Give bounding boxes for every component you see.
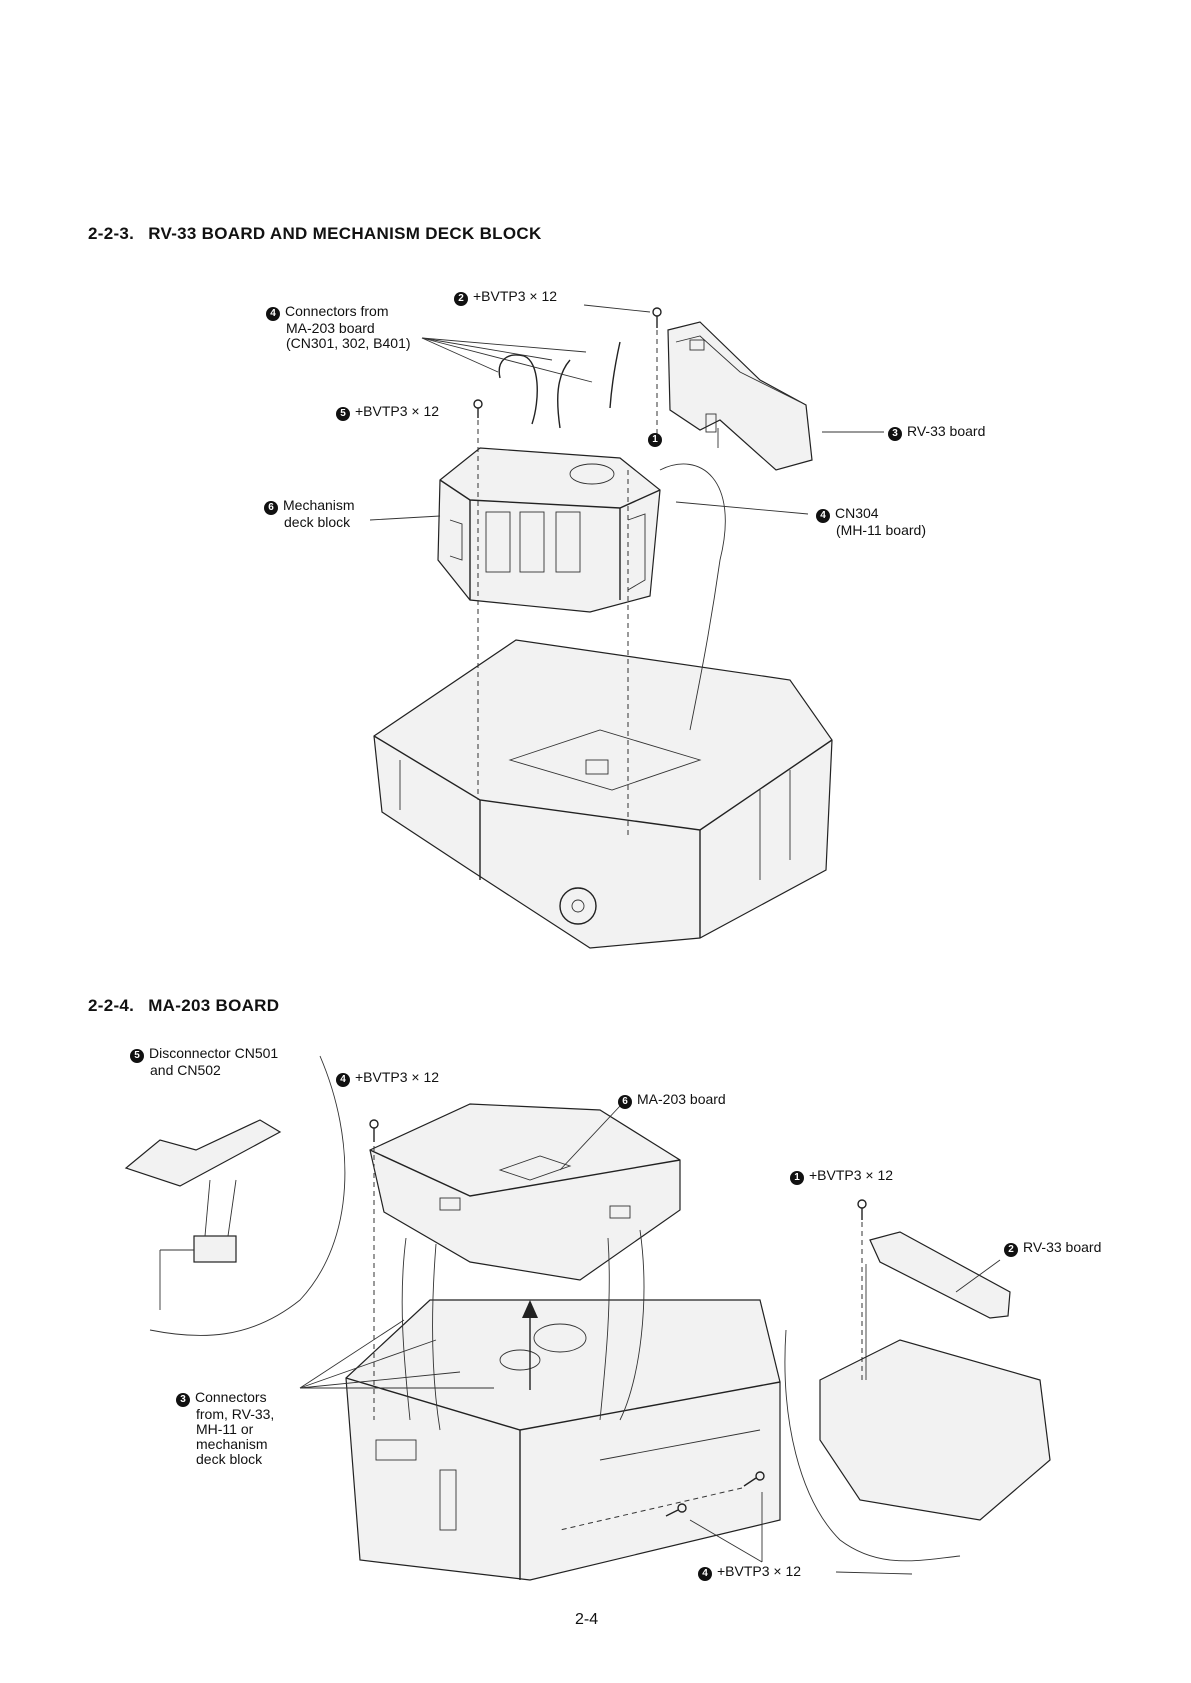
leader-line — [421, 337, 587, 353]
connector-cable — [609, 341, 621, 409]
screw-icon — [665, 1503, 687, 1517]
section-heading-rv33: 2-2-3. RV-33 BOARD AND MECHANISM DECK BLO… — [88, 224, 542, 244]
callout-line: and CN502 — [150, 1062, 221, 1078]
leader-line — [559, 1105, 621, 1171]
callout-line: from, RV-33, — [196, 1406, 275, 1422]
callout-line: Mechanism — [283, 497, 355, 513]
callout-mechanism-deck-block: 6 Mechanism deck block — [264, 498, 355, 530]
callout-line: deck block — [196, 1451, 263, 1467]
step-number-badge: 2 — [454, 292, 468, 306]
callout-step-1: 1 — [648, 430, 667, 447]
step-number-badge: 4 — [336, 1073, 350, 1087]
section-title: RV-33 BOARD AND MECHANISM DECK BLOCK — [148, 224, 542, 243]
section-number: 2-2-4. — [88, 996, 135, 1015]
callout-screw-left: 5 +BVTP3 × 12 — [336, 404, 439, 421]
callout-line: (CN301, 302, B401) — [286, 335, 411, 351]
rv33-board-inset — [784, 1231, 1051, 1562]
callout-line: Disconnector CN501 — [149, 1045, 279, 1061]
step-number-badge: 1 — [790, 1171, 804, 1185]
leader-line — [421, 337, 499, 373]
connector-cable — [432, 1243, 441, 1431]
leader-line — [369, 515, 441, 521]
callout-connectors-from-ma203: 4 Connectors from MA-203 board (CN301, 30… — [266, 304, 411, 351]
ma203-board-drawing — [369, 1103, 681, 1281]
section-heading-ma203: 2-2-4. MA-203 BOARD — [88, 996, 279, 1016]
arrow-head-icon — [522, 1300, 538, 1318]
leader-line — [421, 337, 553, 361]
leader-line — [299, 1319, 405, 1389]
callout-line: Connectors — [195, 1389, 267, 1405]
callout-line: +BVTP3 × 12 — [355, 403, 440, 419]
step-number-badge: 6 — [618, 1095, 632, 1109]
callout-screw-board: 4 +BVTP3 × 12 — [336, 1070, 439, 1087]
callout-line: +BVTP3 × 12 — [355, 1069, 440, 1085]
callout-screw-top: 2 +BVTP3 × 12 — [454, 289, 557, 306]
leader-line — [421, 337, 593, 383]
screw-icon — [369, 1119, 379, 1142]
chassis-upper-drawing — [373, 639, 833, 949]
step-number-badge: 2 — [1004, 1243, 1018, 1257]
leader-line — [675, 501, 809, 515]
callout-line: +BVTP3 × 12 — [717, 1563, 802, 1579]
callout-line: RV-33 board — [1023, 1239, 1102, 1255]
step-number-badge: 1 — [648, 433, 662, 447]
leader-line — [583, 304, 651, 313]
page-number: 2-4 — [575, 1611, 599, 1628]
screw-icon — [652, 307, 662, 328]
callout-line: MA-203 board — [637, 1091, 726, 1107]
rv33-board-drawing — [667, 321, 813, 471]
chassis-lower-drawing — [345, 1299, 781, 1581]
flex-cable — [659, 463, 726, 731]
step-number-badge: 4 — [816, 509, 830, 523]
step-number-badge: 4 — [698, 1567, 712, 1581]
leader-line — [835, 1571, 913, 1575]
callout-rv33-board: 3 RV-33 board — [888, 424, 985, 441]
step-number-badge: 3 — [176, 1393, 190, 1407]
leader-line — [955, 1259, 1001, 1293]
connector-cable — [498, 354, 538, 425]
step-number-badge: 5 — [130, 1049, 144, 1063]
screw-icon — [857, 1199, 867, 1220]
leader-line — [299, 1339, 437, 1389]
mechanism-deck-drawing — [437, 447, 661, 613]
step-number-badge: 6 — [264, 501, 278, 515]
step-number-badge: 3 — [888, 427, 902, 441]
callout-screw-rv33: 1 +BVTP3 × 12 — [790, 1168, 893, 1185]
leader-line — [689, 1519, 763, 1563]
connector-cable — [619, 1229, 645, 1421]
callout-line: RV-33 board — [907, 423, 986, 439]
callout-ma203-board: 6 MA-203 board — [618, 1092, 726, 1109]
callout-line: deck block — [284, 514, 351, 530]
callout-cn304: 4 CN304 (MH-11 board) — [816, 506, 926, 538]
step-number-badge: 5 — [336, 407, 350, 421]
callout-line: MA-203 board — [286, 320, 375, 336]
callout-line: MH-11 or — [196, 1421, 254, 1437]
connector-cable — [599, 1237, 610, 1421]
callout-connectors-from: 3 Connectors from, RV-33, MH-11 or mechan… — [176, 1390, 274, 1467]
callout-line: Connectors from — [285, 303, 389, 319]
assembly-line — [559, 1487, 743, 1531]
callout-rv33-board-inset: 2 RV-33 board — [1004, 1240, 1101, 1257]
callout-line: +BVTP3 × 12 — [809, 1167, 894, 1183]
leader-line — [299, 1371, 461, 1389]
section-title: MA-203 BOARD — [148, 996, 280, 1015]
callout-line: CN304 — [835, 505, 879, 521]
connector-cable — [401, 1237, 411, 1421]
screw-icon — [743, 1471, 765, 1487]
callout-disconnector: 5 Disconnector CN501 and CN502 — [130, 1046, 278, 1078]
section-number: 2-2-3. — [88, 224, 135, 243]
screw-icon — [473, 399, 483, 418]
connector-cable — [557, 359, 571, 429]
callout-screw-bottom: 4 +BVTP3 × 12 — [698, 1564, 801, 1581]
callout-line: mechanism — [196, 1436, 268, 1452]
callout-line: (MH-11 board) — [836, 522, 926, 538]
callout-line: +BVTP3 × 12 — [473, 288, 558, 304]
step-number-badge: 4 — [266, 307, 280, 321]
connector-detail-inset — [124, 1055, 346, 1336]
